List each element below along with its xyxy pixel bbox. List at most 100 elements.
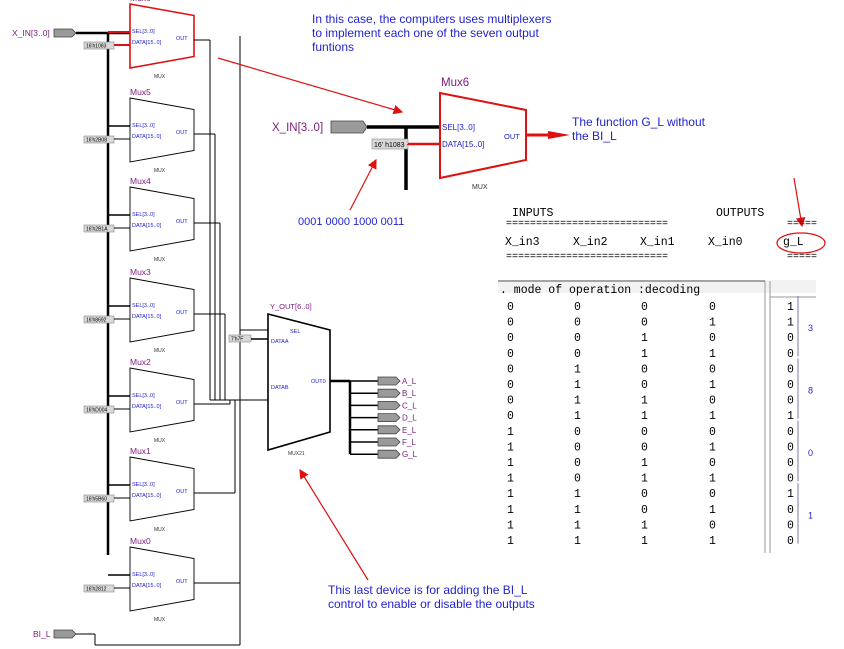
mux-data-port-label: DATA[15..0] — [132, 134, 162, 140]
arrow-binary-to-constant — [349, 158, 377, 211]
table-cell: 1 — [574, 379, 581, 392]
table-cell: 1 — [574, 395, 581, 408]
hex-group-digit: 8 — [808, 386, 813, 396]
mux-constant-label: 16'hD004 — [86, 408, 107, 414]
table-cell: 0 — [574, 348, 581, 361]
table-cell: 0 — [709, 519, 716, 532]
table-cell: 0 — [574, 457, 581, 470]
top-annotation: In this case, the computers uses multipl… — [312, 12, 552, 54]
mux-data-port-label: DATA[15..0] — [132, 404, 162, 410]
table-cell: 1 — [574, 504, 581, 517]
x-in-label: X_IN[3..0] — [12, 28, 50, 38]
mux-body — [129, 367, 195, 433]
table-cell: 0 — [787, 332, 794, 345]
table-cell: 0 — [507, 348, 514, 361]
bi-label: BI_L — [33, 629, 51, 639]
mux-type-label: MUX — [154, 617, 166, 623]
table-cell: 1 — [787, 410, 794, 423]
table-cell: 1 — [574, 363, 581, 376]
mux-type-label: MUX — [154, 348, 166, 354]
table-cell: 1 — [507, 504, 514, 517]
table-cell: 1 — [574, 535, 581, 548]
mux-out-port-label: OUT — [176, 400, 188, 406]
mux-name-label: Mux6 — [130, 0, 151, 3]
table-cell: 1 — [641, 410, 648, 423]
mux-data-port-label: DATA[15..0] — [132, 223, 162, 229]
table-cell: 1 — [507, 535, 514, 548]
mux-type-label: MUX — [154, 438, 166, 444]
table-cell: 1 — [787, 301, 794, 314]
table-cell: 1 — [641, 535, 648, 548]
table-cell: 0 — [787, 504, 794, 517]
mux-sel-port-label: SEL[3..0] — [132, 303, 155, 309]
mux-name-label: Mux3 — [130, 267, 151, 277]
table-cell: 1 — [709, 473, 716, 486]
table-cell: 1 — [641, 473, 648, 486]
table-column-header-output: g_L — [783, 236, 804, 249]
zoom-constant-label: 16' h1083 -- — [374, 142, 412, 149]
mux-sel-port-label: SEL[3..0] — [132, 482, 155, 488]
arrow-note-to-mux21 — [299, 468, 369, 581]
mux-constant-label: 16'h2812 — [86, 587, 107, 593]
table-cell: 0 — [641, 426, 648, 439]
table-cell: 1 — [507, 457, 514, 470]
hex-group-digit: 0 — [808, 448, 813, 458]
table-cell: 0 — [709, 301, 716, 314]
mux-data-port-label: DATA[15..0] — [132, 583, 162, 589]
zoom-sel-port-label: SEL[3..0] — [442, 123, 475, 132]
table-cell: 1 — [641, 332, 648, 345]
mux21-sel-label: SEL — [290, 329, 300, 335]
bottom-annotation: This last device is for adding the BI_L … — [328, 583, 535, 611]
mux-sel-port-label: SEL[3..0] — [132, 212, 155, 218]
zoom-out-port-label: OUT — [504, 132, 520, 141]
table-cell: 1 — [507, 519, 514, 532]
table-cell: 1 — [507, 488, 514, 501]
output-pin — [377, 449, 401, 459]
mux-name-label: Mux1 — [130, 446, 151, 456]
hex-group-digit: 1 — [808, 510, 813, 520]
table-column-header: X_in1 — [640, 236, 675, 249]
table-cell: 0 — [641, 379, 648, 392]
mux-body — [129, 546, 195, 612]
table-cell: 1 — [641, 348, 648, 361]
zoom-data-port-label: DATA[15..0] — [442, 140, 484, 149]
mux21-bus-label: Y_OUT[6..0] — [270, 302, 312, 311]
table-cell: 1 — [641, 395, 648, 408]
table-cell: 0 — [641, 504, 648, 517]
table-cell: 0 — [507, 395, 514, 408]
table-cell: 1 — [641, 519, 648, 532]
mux-name-label: Mux4 — [130, 176, 151, 186]
mux-body — [129, 97, 195, 163]
table-cell: 1 — [507, 441, 514, 454]
mux-data-port-label: DATA[15..0] — [132, 493, 162, 499]
mux-type-label: MUX — [154, 74, 166, 80]
table-cell: 1 — [574, 410, 581, 423]
table-cell: 0 — [787, 441, 794, 454]
table-cell: 1 — [574, 519, 581, 532]
mux-out-port-label: OUT — [176, 130, 188, 136]
table-column-header: X_in0 — [708, 236, 743, 249]
mux21-constant-label: 7'h7F — [231, 337, 243, 343]
table-cell: 0 — [787, 519, 794, 532]
table-cell: 0 — [507, 332, 514, 345]
output-pin — [377, 388, 401, 398]
table-cell: 0 — [507, 301, 514, 314]
table-outputs-header: OUTPUTS — [716, 207, 765, 220]
table-cell: 0 — [787, 457, 794, 470]
table-cell: 0 — [574, 426, 581, 439]
mux-constant-label: 16'h1083 — [86, 44, 107, 50]
output-pin — [377, 437, 401, 447]
binary-annotation: 0001 0000 1000 0011 — [298, 216, 405, 228]
table-cell: 0 — [507, 363, 514, 376]
table-cell: 1 — [709, 379, 716, 392]
table-cell: 1 — [787, 317, 794, 330]
zoom-x-in-label: X_IN[3..0] — [272, 122, 323, 134]
table-cell: 0 — [709, 488, 716, 501]
table-cell: 1 — [641, 457, 648, 470]
mux-sel-port-label: SEL[3..0] — [132, 29, 155, 35]
mux-body — [129, 277, 195, 343]
table-column-header: X_in2 — [573, 236, 608, 249]
zoom-x-in-pin — [330, 120, 368, 134]
mux-type-label: MUX — [154, 257, 166, 263]
